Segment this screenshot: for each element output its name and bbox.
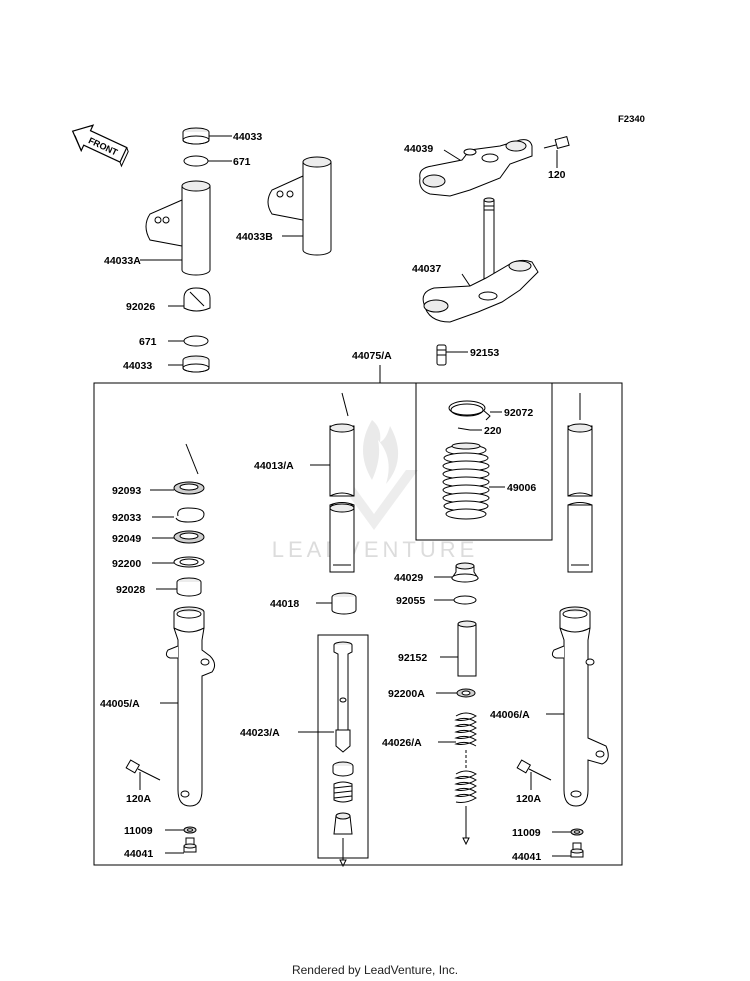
label-92028: 92028 xyxy=(116,584,145,596)
label-120A-right: 120A xyxy=(516,793,542,805)
part-92033-circlip[interactable] xyxy=(152,507,205,523)
part-671-bottom-oring[interactable] xyxy=(168,335,209,347)
footer-credit: Rendered by LeadVenture, Inc. xyxy=(291,963,459,977)
part-11009-gasket-right[interactable] xyxy=(552,828,584,836)
part-44041-bolt-right[interactable] xyxy=(552,842,584,858)
label-44026A: 44026/A xyxy=(382,737,422,749)
part-49006-dust-boot[interactable] xyxy=(442,442,505,520)
label-120: 120 xyxy=(548,169,566,181)
part-44033B-cover[interactable] xyxy=(267,156,332,256)
label-44023A: 44023/A xyxy=(240,727,280,739)
label-49006: 49006 xyxy=(507,482,536,494)
label-92200A: 92200A xyxy=(388,688,425,700)
watermark-text: LEADVENTURE xyxy=(272,537,479,562)
label-44006A: 44006/A xyxy=(490,709,530,721)
part-120A-bolt-right[interactable] xyxy=(516,759,552,790)
label-92072: 92072 xyxy=(504,407,533,419)
part-120-bolt[interactable] xyxy=(543,135,570,168)
label-44039: 44039 xyxy=(404,143,433,155)
label-92153: 92153 xyxy=(470,347,499,359)
part-11009-gasket-left[interactable] xyxy=(165,826,197,834)
label-120A-left: 120A xyxy=(126,793,152,805)
part-44018-piston-ring[interactable] xyxy=(316,592,357,615)
label-44075A: 44075/A xyxy=(352,350,392,362)
label-44029: 44029 xyxy=(394,572,423,584)
label-44033A: 44033A xyxy=(104,255,141,267)
label-11009-right: 11009 xyxy=(512,827,541,839)
label-92049: 92049 xyxy=(112,533,141,545)
part-44026A-fork-spring[interactable] xyxy=(438,712,477,846)
label-44037: 44037 xyxy=(412,263,441,275)
part-44005A-outer-tube-left[interactable] xyxy=(160,606,216,807)
label-44033-bottom: 44033 xyxy=(123,360,152,372)
part-44037-lower-bracket[interactable] xyxy=(422,197,539,323)
fork-assembly-box xyxy=(93,365,623,866)
label-671-top: 671 xyxy=(233,156,251,168)
label-92026: 92026 xyxy=(126,301,155,313)
label-44041-left: 44041 xyxy=(124,848,153,860)
part-120A-bolt-left[interactable] xyxy=(125,759,161,790)
label-44033B: 44033B xyxy=(236,231,273,243)
label-92033: 92033 xyxy=(112,512,141,524)
part-44033-top-ring[interactable] xyxy=(182,127,232,145)
part-44039-upper-bracket[interactable] xyxy=(419,139,533,197)
label-44013A: 44013/A xyxy=(254,460,294,472)
label-44041-right: 44041 xyxy=(512,851,541,863)
part-671-top-oring[interactable] xyxy=(183,155,232,167)
label-92152: 92152 xyxy=(398,652,427,664)
part-220-screw[interactable] xyxy=(457,427,482,431)
part-44033-bottom-ring[interactable] xyxy=(168,355,210,373)
label-671-bottom: 671 xyxy=(139,336,157,348)
label-92093: 92093 xyxy=(112,485,141,497)
part-44013A-inner-tube[interactable] xyxy=(310,392,355,573)
part-92049-oil-seal[interactable] xyxy=(152,530,205,544)
label-44033-top: 44033 xyxy=(233,131,262,143)
part-92152-spacer[interactable] xyxy=(440,620,477,677)
part-44041-bolt-left[interactable] xyxy=(165,837,197,854)
part-92200-washer[interactable] xyxy=(152,556,205,568)
part-92055-oring[interactable] xyxy=(434,595,477,605)
part-44023A-damper-rod[interactable] xyxy=(298,634,369,868)
figure-code: F2340 xyxy=(618,114,645,125)
label-44018: 44018 xyxy=(270,598,299,610)
part-92072-clamp[interactable] xyxy=(448,400,502,421)
part-92028-bushing[interactable] xyxy=(156,577,202,597)
part-92200A-washer[interactable] xyxy=(436,688,476,698)
part-92093-dust-seal[interactable] xyxy=(150,443,205,495)
part-44029-top-plug[interactable] xyxy=(434,562,479,583)
leadventure-watermark: LEADVENTURE xyxy=(272,420,479,562)
part-44033A-cover[interactable] xyxy=(140,180,211,276)
part-right-inner-tube[interactable] xyxy=(567,393,593,573)
label-92200: 92200 xyxy=(112,558,141,570)
part-92153-bolt[interactable] xyxy=(436,344,468,366)
part-44006A-outer-tube-right[interactable] xyxy=(546,606,609,807)
label-220: 220 xyxy=(484,425,502,437)
part-92026-cap[interactable] xyxy=(168,287,211,312)
front-direction-arrow: FRONT xyxy=(71,124,129,168)
label-11009-left: 11009 xyxy=(124,825,153,837)
label-44005A: 44005/A xyxy=(100,698,140,710)
label-92055: 92055 xyxy=(396,595,425,607)
